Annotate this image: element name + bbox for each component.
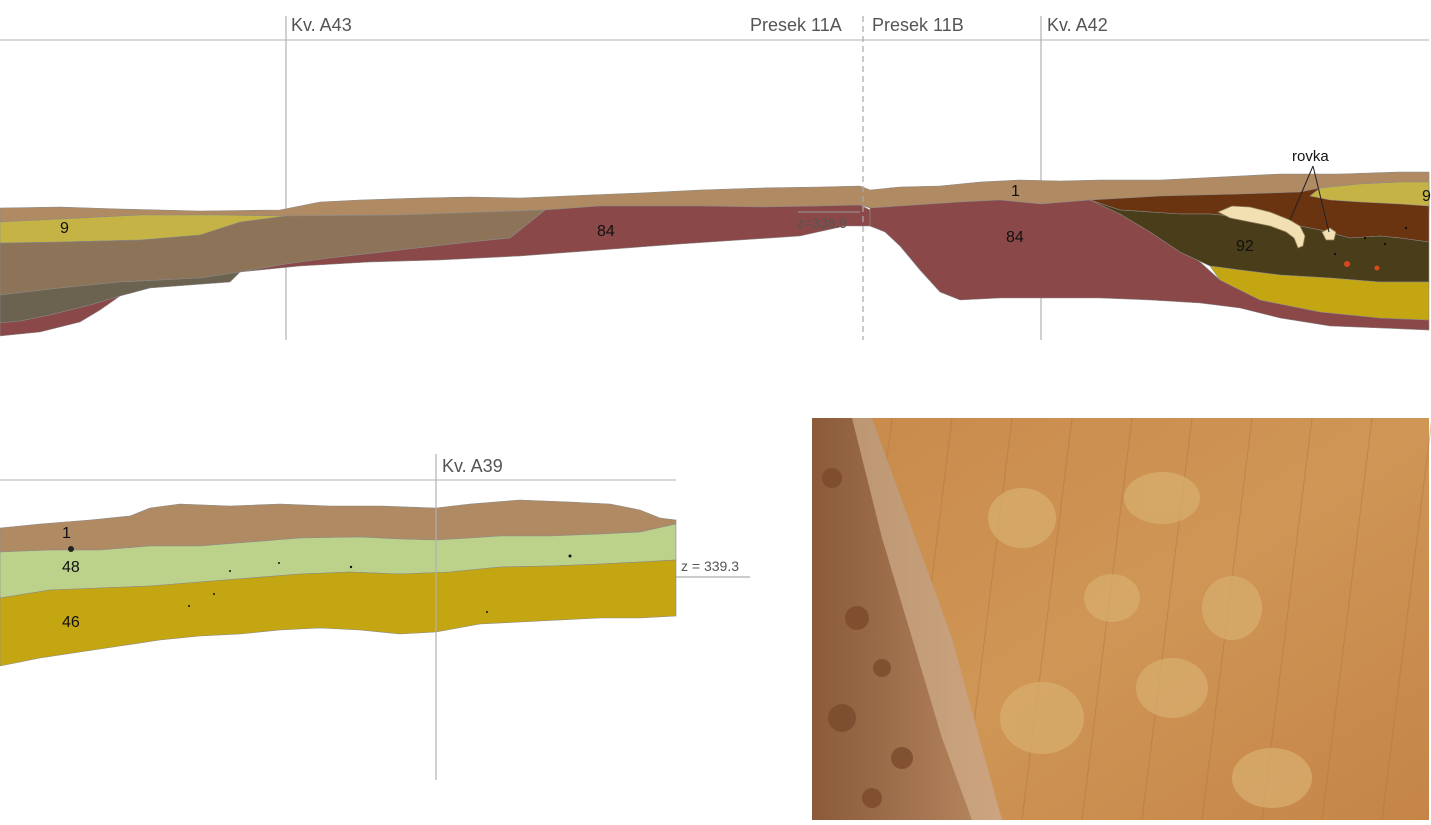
inclusion-dot: [486, 611, 488, 613]
inclusion-dot: [1383, 242, 1387, 246]
excavation-photo-render: [812, 417, 1431, 821]
inclusion-dot: [213, 593, 215, 595]
rovka-pointer-2: [1312, 165, 1330, 233]
inclusion-dot: [188, 605, 190, 607]
excavation-photo: [812, 417, 1431, 821]
inclusion-dot: [1363, 236, 1367, 240]
layer-92-label: 92: [1236, 238, 1254, 255]
inclusion-dot: [1344, 261, 1350, 267]
presek-11a-label: Presek 11A: [750, 15, 842, 35]
kv-a39-label: Kv. A39: [442, 456, 503, 476]
layer-ochre: [1209, 265, 1430, 321]
rovka-label: rovka: [1292, 148, 1329, 165]
z-elevation-top: z=338.9: [797, 215, 848, 231]
layer-1-label: 1: [1011, 183, 1020, 200]
presek-11b-label: Presek 11B: [872, 15, 964, 35]
layer-92: [1089, 199, 1430, 283]
z-elevation-bottom: z = 339.3: [681, 558, 739, 574]
layer-48-label: 48: [62, 559, 80, 576]
top-section-profile: [0, 16, 1430, 340]
layer-46: [0, 559, 677, 667]
inclusion-dot: [1333, 252, 1337, 256]
inclusion-dot: [229, 570, 231, 572]
layer-84-right-label: 84: [1006, 229, 1024, 246]
inclusion-dot: [1404, 226, 1408, 230]
kv-a43-label: Kv. A43: [291, 15, 352, 35]
rovka-feature: [1217, 205, 1306, 249]
layer-46-label: 46: [62, 614, 80, 631]
inclusion-dot: [1374, 265, 1380, 271]
layer-84-left-label: 84: [597, 223, 615, 240]
layer-1-bottom-label: 1: [62, 525, 71, 542]
kv-a42-label: Kv. A42: [1047, 15, 1108, 35]
bottom-section-profile: [0, 454, 750, 780]
inclusion-dot: [349, 565, 353, 569]
rovka-pointer-1: [1289, 165, 1314, 221]
layer-9-label: 9: [60, 220, 69, 237]
inclusion-dot: [568, 554, 572, 558]
layer-84-left: [239, 204, 871, 273]
inclusion-dot: [68, 546, 74, 552]
layer-9-right: [1309, 181, 1430, 207]
inclusion-dot: [278, 562, 280, 564]
layer-9-edge-label: 9: [1422, 188, 1431, 205]
layer-84-bottom-left: [0, 295, 121, 337]
